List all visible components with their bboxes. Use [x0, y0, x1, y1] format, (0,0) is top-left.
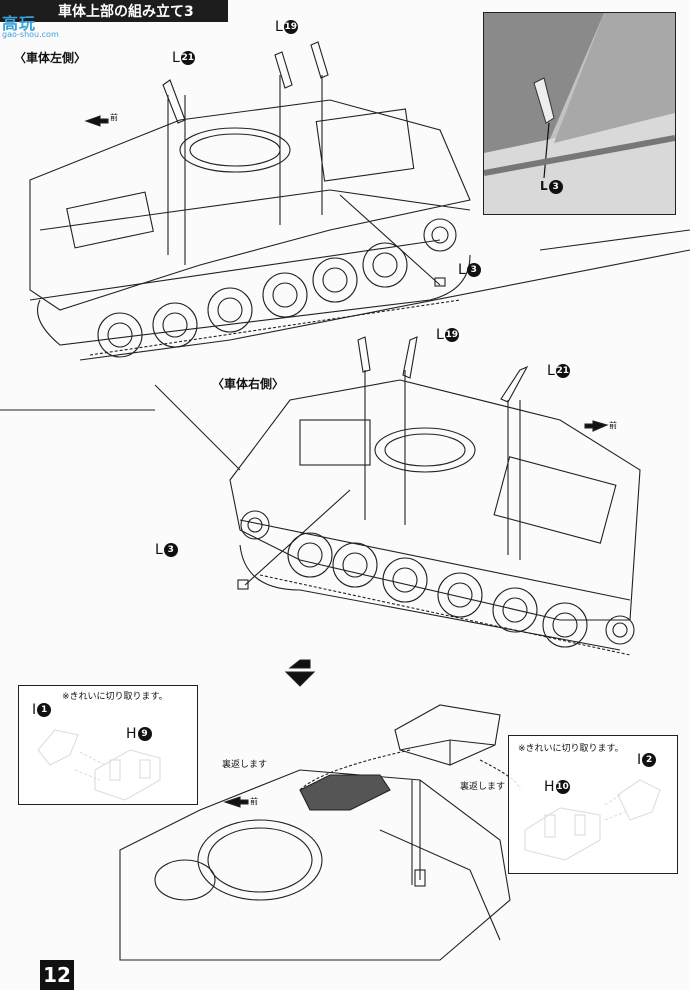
note-right: ※きれいに切り取ります。 [518, 744, 624, 754]
flip-note-left: 裏返します [222, 760, 268, 770]
reference-photo [483, 12, 676, 215]
header: 車体上部の組み立て3 [0, 0, 690, 22]
section-right-title: 〈車体右側〉 [212, 377, 285, 391]
direction-right: 前 [609, 421, 617, 430]
watermark-logo: 高玩 [2, 14, 37, 33]
page-number: 12 [40, 960, 74, 990]
note-left: ※きれいに切り取ります。 [62, 692, 168, 702]
tank-right-view [229, 336, 641, 656]
section-left-title: 〈車体左側〉 [14, 51, 87, 65]
tank-left-view [29, 41, 471, 358]
watermark-url: gao-shou.com [2, 30, 59, 39]
direction-left: 前 [110, 113, 118, 122]
page-title: 車体上部の組み立て3 [58, 4, 194, 20]
header-bar [0, 0, 228, 22]
tank-bottom-view [119, 769, 511, 961]
direction-bottom: 前 [250, 797, 258, 806]
flip-note-right: 裏返します [460, 782, 506, 792]
